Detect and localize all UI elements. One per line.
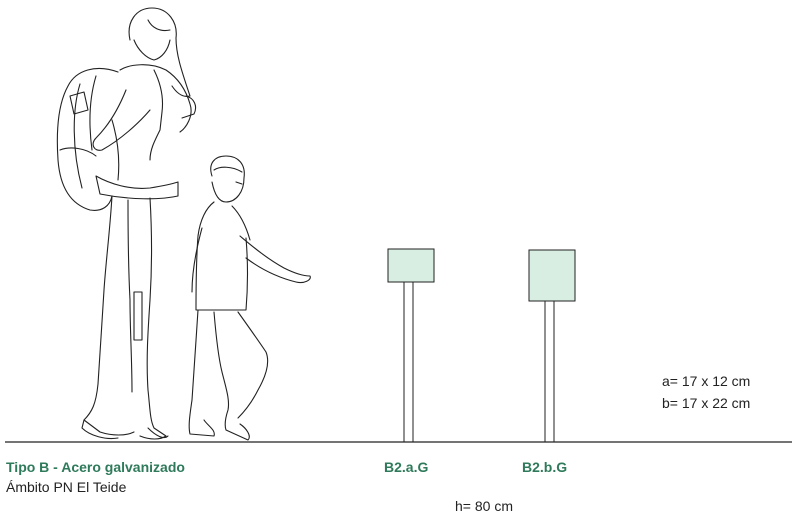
scope-label: Ámbito PN El Teide — [6, 479, 127, 495]
sign-b-panel — [528, 249, 576, 302]
dimension-a-note: a= 17 x 12 cm — [662, 373, 751, 389]
sign-a-label: B2.a.G — [384, 459, 429, 475]
post-height-note: h= 80 cm — [455, 498, 513, 514]
dimension-b-note: b= 17 x 22 cm — [662, 395, 751, 411]
sign-b2a-assembly — [387, 248, 435, 442]
type-title: Tipo B - Acero galvanizado — [6, 459, 185, 475]
sign-b-label: B2.b.G — [522, 459, 568, 475]
sign-a-panel — [387, 248, 435, 283]
sign-b2b-assembly — [528, 249, 576, 442]
child-figure — [188, 155, 311, 441]
adult-hiker-figure — [56, 7, 197, 440]
